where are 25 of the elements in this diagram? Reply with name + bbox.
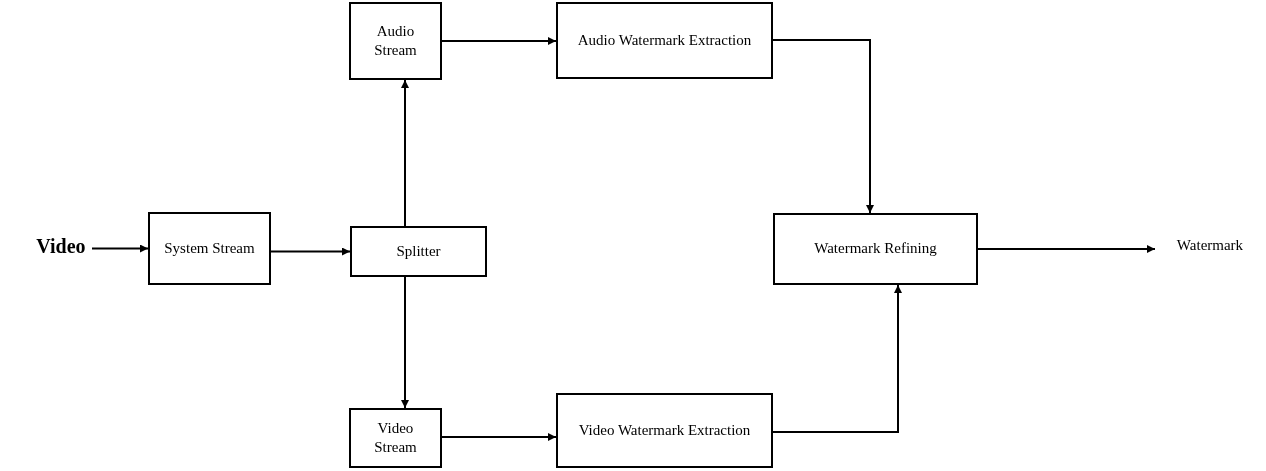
arrow <box>91 244 149 253</box>
node-label: Video <box>36 234 86 259</box>
arrow <box>401 79 409 227</box>
process-box <box>556 2 773 79</box>
process-box <box>556 393 773 468</box>
box-label: System Stream <box>164 238 255 258</box>
arrow <box>772 284 902 433</box>
box-label: Video Watermark Extraction <box>578 420 751 440</box>
box-label: Audio Stream <box>373 21 418 60</box>
process-box <box>349 2 442 80</box>
box-label: Video Stream <box>373 418 418 457</box>
box-label: Splitter <box>396 241 441 261</box>
arrow <box>401 276 409 409</box>
node-label: Watermark <box>1176 236 1244 256</box>
process-box <box>148 212 271 285</box>
arrow <box>270 247 351 256</box>
arrow <box>441 37 557 45</box>
arrow <box>772 39 874 214</box>
process-box <box>350 226 487 277</box>
box-label: Audio Watermark Extraction <box>577 30 752 50</box>
process-box <box>773 213 978 285</box>
arrow <box>441 433 557 441</box>
process-box <box>349 408 442 468</box>
arrow <box>977 245 1156 253</box>
box-label: Watermark Refining <box>814 239 937 259</box>
